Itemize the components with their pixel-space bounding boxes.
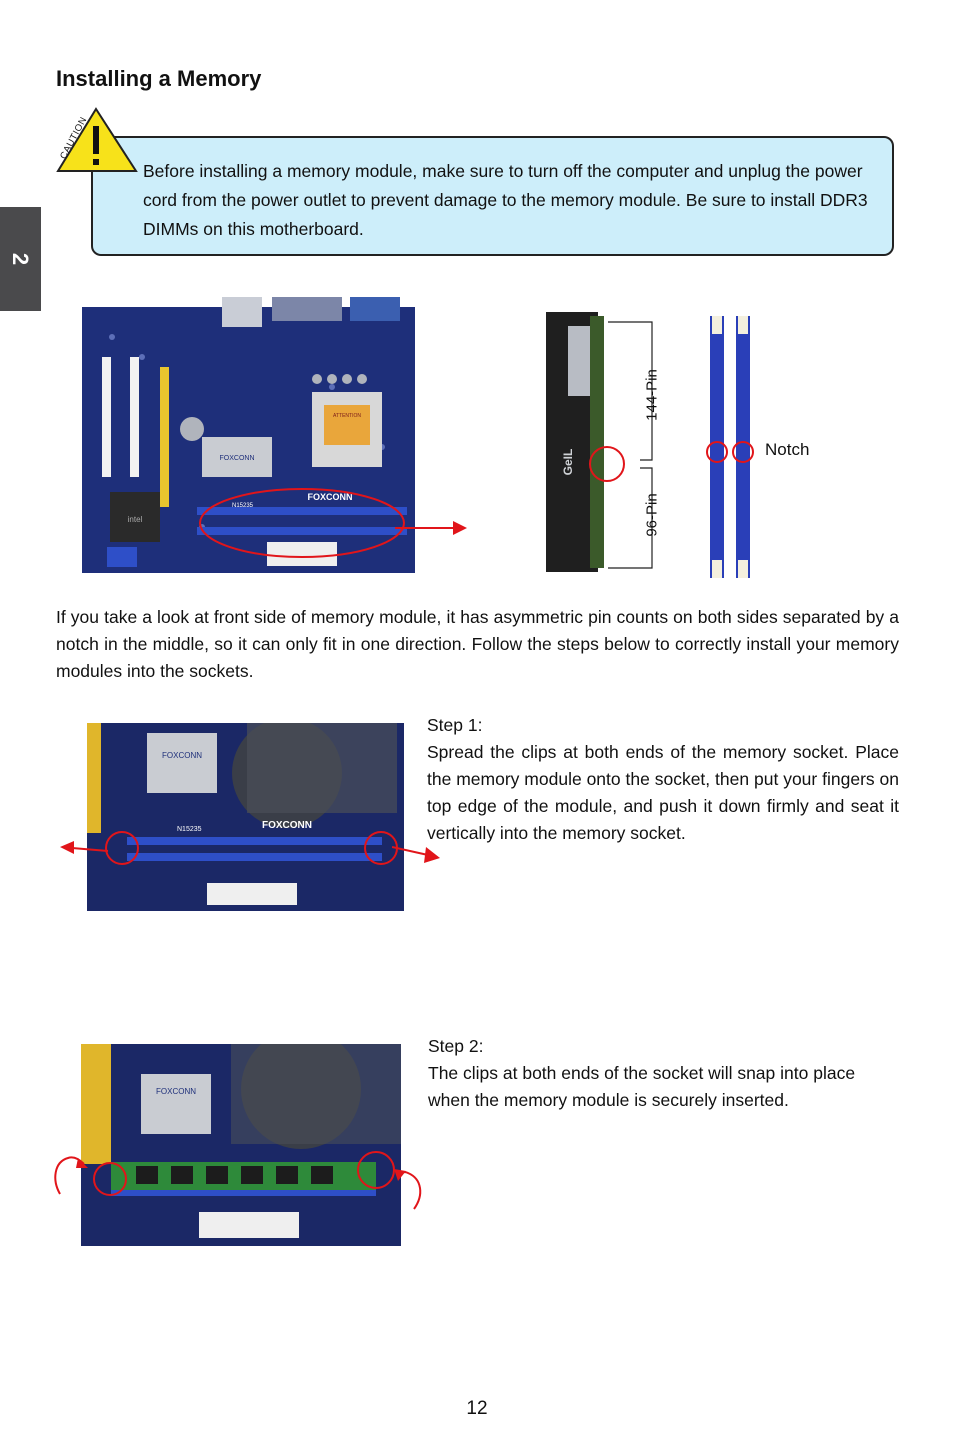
notch-marker <box>589 446 625 482</box>
step2-photo: FOXCONN <box>81 1044 401 1246</box>
description-paragraph: If you take a look at front side of memo… <box>56 607 899 681</box>
step1-text-block: Step 1: Spread the clips at both ends of… <box>427 712 899 847</box>
chip-brand-text: intel <box>128 515 143 524</box>
step1-photo: FOXCONN FOXCONN N15235 <box>87 723 404 911</box>
board-code-text: N15235 <box>232 503 254 509</box>
step2-body: The clips at both ends of the socket wil… <box>428 1063 856 1110</box>
step1-board-text: FOXCONN <box>262 820 312 831</box>
step2-title: Step 2: <box>428 1036 484 1056</box>
pin-96-label: 96-Pin <box>643 493 661 537</box>
step1-title: Step 1: <box>427 715 483 735</box>
pin-bracket <box>608 321 653 569</box>
attention-label: ATTENTION <box>333 413 361 419</box>
page-title: Installing a Memory <box>56 66 262 91</box>
caution-box <box>91 136 894 256</box>
step2-left-arrow <box>54 1156 88 1195</box>
step1-left-arrow <box>60 841 109 854</box>
chapter-number: 2 <box>8 252 34 266</box>
notch-label: Notch <box>765 440 810 459</box>
step1-body: Spread the clips at both ends of the mem… <box>427 742 899 843</box>
step1-heatsink-text: FOXCONN <box>162 751 202 760</box>
board-brand-text: FOXCONN <box>308 492 353 502</box>
caution-text: Before installing a memory module, make … <box>143 161 868 239</box>
page-number: 12 <box>466 1398 488 1419</box>
step2-text-block: Step 2: The clips at both ends of the so… <box>428 1033 900 1114</box>
step2-right-arrow <box>394 1169 422 1210</box>
memory-module-photo: GeIL <box>546 312 608 572</box>
motherboard-photo: intel FOXCONN ATTENTION FOXCONN N15235 <box>82 297 415 573</box>
pin-144-label: 144-Pin <box>643 369 661 421</box>
step1-code-text: N15235 <box>177 826 202 833</box>
pointer-arrow <box>395 521 467 535</box>
memory-socket-figure <box>706 316 754 578</box>
caution-icon <box>56 107 138 172</box>
heatsink-brand-text: FOXCONN <box>220 455 255 462</box>
step1-right-arrow <box>392 846 440 863</box>
step2-heatsink-text: FOXCONN <box>156 1087 196 1096</box>
ram-brand-text: GeIL <box>561 449 575 476</box>
chapter-tab: 2 <box>0 207 41 311</box>
